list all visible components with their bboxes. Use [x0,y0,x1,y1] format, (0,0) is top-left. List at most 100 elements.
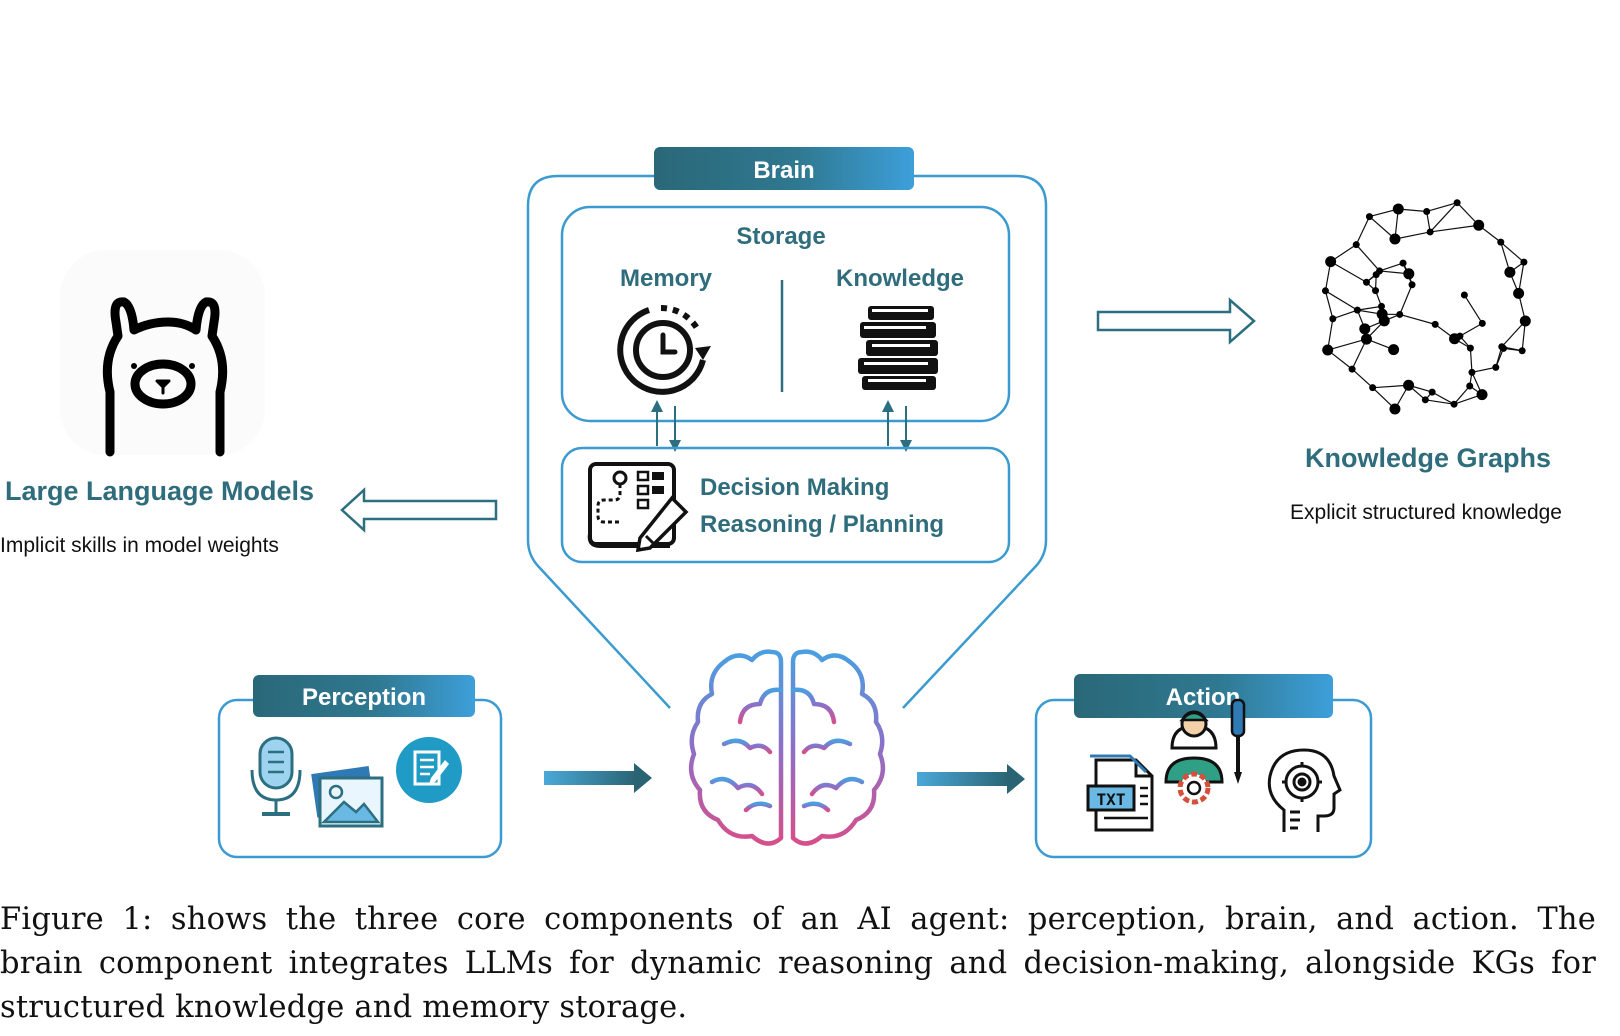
kg-edge [1372,384,1409,389]
kg-node [1329,315,1337,323]
brain-container [526,174,1048,709]
kg-edge [1399,313,1436,325]
kg-edge [1459,322,1483,337]
kg-edge [1501,320,1526,348]
memory-clock-icon [617,304,711,395]
brain-tag-label: Brain [753,157,814,184]
kg-edge [1325,290,1358,311]
kg-node [1520,258,1528,266]
kg-node [1450,400,1458,408]
kg-edge [1429,202,1458,233]
engineer-tools-icon [1164,698,1246,805]
kg-node [1421,396,1429,404]
microphone-icon [250,736,302,816]
decision-line1: Decision Making [700,474,889,501]
kg-node [1369,384,1377,392]
action-tag: Action [1074,674,1333,718]
kg-edge [1351,368,1374,389]
kg-node [1513,287,1525,299]
kg-node [1426,228,1434,236]
knowledge-label: Knowledge [836,265,964,292]
kg-node [1377,302,1385,310]
kg-edge [1500,241,1525,263]
storage-box [560,205,1011,423]
kg-node [1365,213,1373,221]
kg-node [1449,333,1461,345]
kg-node [1403,379,1415,391]
kg-node [1468,368,1476,376]
kg-node [1360,333,1372,345]
brain-icon [688,649,886,846]
perception-tag-label: Perception [302,684,426,711]
kg-node [1396,310,1404,318]
ai-head-icon [1267,748,1342,832]
caption-line-1: Figure 1: shows the three core component… [0,902,1596,937]
kg-node [1428,388,1436,396]
kg-edge [1453,385,1471,405]
llm-title: Large Language Models [5,476,314,506]
kg-node [1325,256,1337,268]
planning-board-icon [587,462,689,553]
kg-edge [1351,338,1368,370]
kg-node [1408,281,1416,289]
memory-label: Memory [620,265,713,292]
kg-edge [1463,294,1483,324]
books-icon [858,306,938,390]
arrow-to-knowledge-graph [1096,297,1256,345]
image-gallery-icon [311,766,384,828]
kg-node [1392,203,1404,215]
knowledge-graph-network-icon [1321,199,1531,415]
kg-edge [1330,261,1367,283]
kg-edge [1431,391,1455,405]
kg-node [1388,344,1400,356]
decision-line2: Reasoning / Planning [700,511,944,538]
kg-node [1376,267,1384,275]
caption-line-3: structured knowledge and memory storage. [0,990,688,1025]
kg-node [1389,233,1401,245]
kg-edge [1369,216,1396,240]
kg-edge [1332,309,1358,320]
kg-node [1399,259,1407,267]
kg-edge [1399,284,1413,315]
kg-node [1362,278,1370,286]
kg-edge [1394,231,1431,240]
kg-node [1500,344,1508,352]
memory-decision-arrows [651,400,681,452]
kg-node [1352,241,1360,249]
kg-subtitle: Explicit structured knowledge [1290,501,1562,524]
caption-line-2: brain component integrates LLMs for dyna… [0,946,1596,981]
kg-node [1518,347,1526,355]
kg-node [1431,320,1439,328]
kg-edge [1324,290,1334,319]
kg-node [1497,238,1505,246]
kg-title: Knowledge Graphs [1305,443,1551,473]
perception-tag: Perception [253,675,475,717]
document-edit-icon [396,737,462,803]
kg-edge [1426,202,1458,213]
decision-box [560,446,1011,564]
kg-edge [1471,366,1496,373]
action-tag-label: Action [1166,684,1241,711]
kg-node [1466,344,1474,352]
kg-node [1466,382,1474,390]
kg-edge [1425,399,1455,405]
kg-edge [1469,348,1473,373]
brain-tag: Brain [654,147,914,190]
arrow-brain-to-action [917,764,1025,794]
kg-node [1476,389,1488,401]
kg-node [1348,365,1356,373]
kg-edge [1327,338,1367,351]
arrow-perception-to-brain [544,763,652,793]
kg-node [1453,199,1461,207]
kg-node [1492,363,1500,371]
llm-logo-background [60,250,265,455]
kg-node [1403,268,1415,280]
arrow-to-llm [340,487,498,533]
kg-node [1519,315,1531,327]
kg-edge [1379,262,1404,272]
kg-node [1473,219,1485,231]
kg-edge [1430,224,1479,233]
knowledge-decision-arrows [882,400,912,452]
kg-node [1460,291,1468,299]
